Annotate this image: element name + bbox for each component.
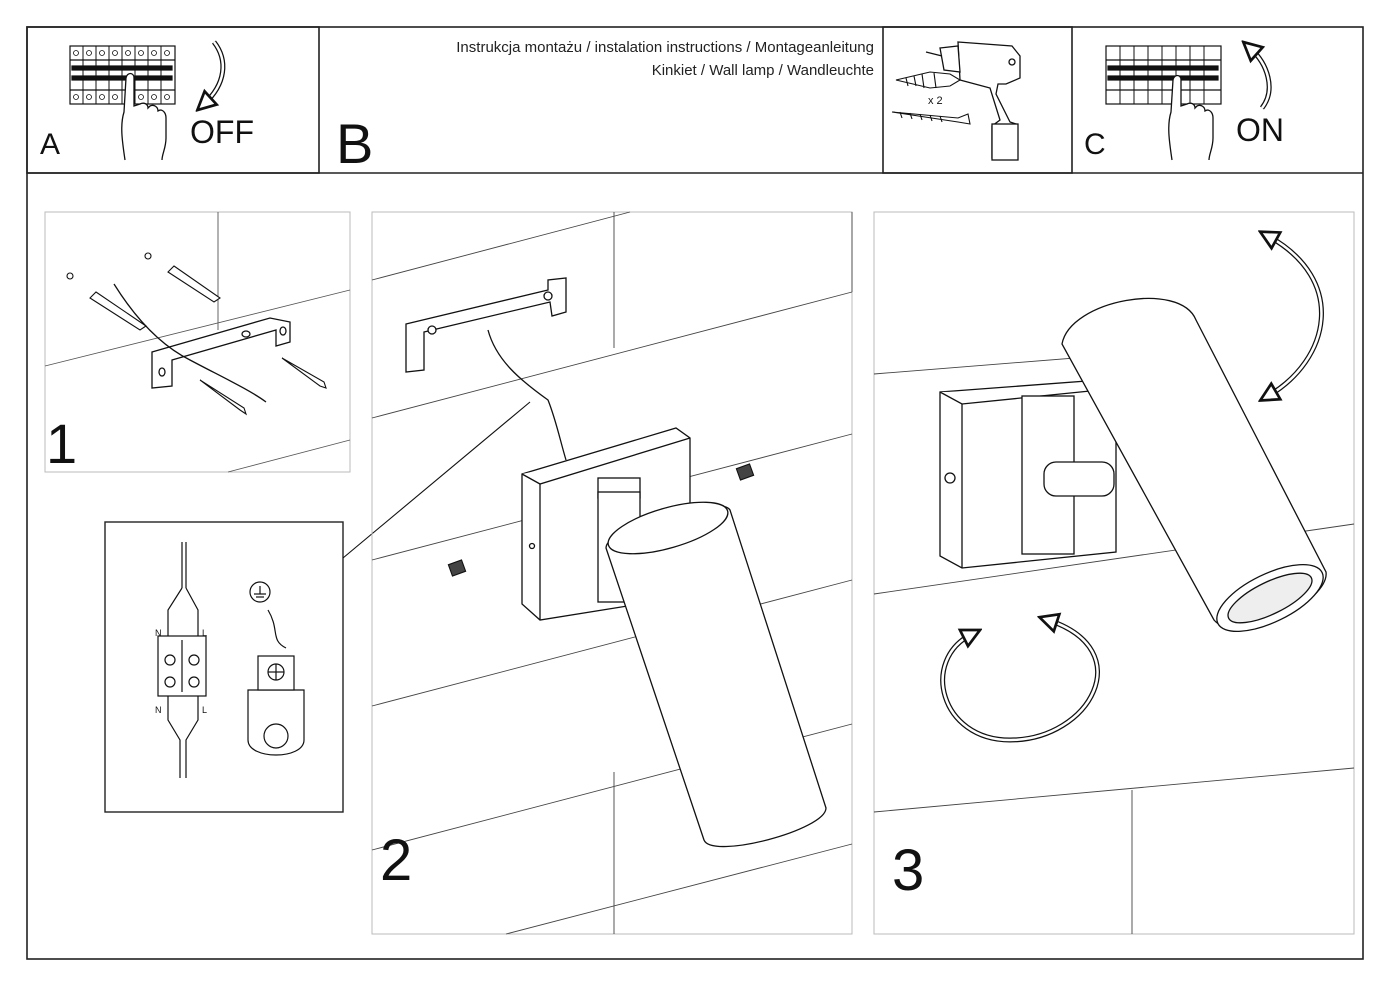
hand-on-icon bbox=[1168, 74, 1214, 161]
breaker-panel-on-icon bbox=[1105, 45, 1222, 105]
panel-1-cable bbox=[113, 283, 267, 403]
wire-n-bottom: N bbox=[155, 705, 162, 715]
terminal-block bbox=[157, 542, 207, 778]
tilt-arrow-icon bbox=[1266, 233, 1324, 399]
plug-quantity: x 2 bbox=[928, 95, 943, 107]
off-label: OFF bbox=[190, 114, 254, 150]
panel-3-lamp-tube bbox=[1043, 297, 1327, 632]
header-title-line1: Instrukcja montażu / instalation instruc… bbox=[456, 39, 874, 56]
wire-l-top: L bbox=[202, 628, 208, 638]
outer-frame bbox=[26, 26, 1364, 960]
on-label: ON bbox=[1236, 112, 1284, 148]
header-title: Instrukcja montażu / instalation instruc… bbox=[456, 36, 874, 82]
panel-1-wall-plugs bbox=[66, 252, 221, 331]
ground-terminal bbox=[247, 581, 305, 756]
step-c-letter: C bbox=[1084, 128, 1106, 161]
breaker-panel-icon bbox=[69, 45, 176, 105]
panel-1-frame bbox=[44, 211, 351, 473]
panel-2-bracket bbox=[405, 277, 567, 373]
step-a-letter: A bbox=[40, 128, 61, 161]
panel-2-screws bbox=[447, 463, 755, 577]
step-2-number: 2 bbox=[380, 828, 413, 893]
wiring-inset-frame bbox=[104, 521, 344, 813]
panel-1-wall bbox=[44, 212, 351, 473]
wall-plug-icon bbox=[895, 71, 962, 89]
panel-1-screws bbox=[199, 357, 327, 416]
hand-icon bbox=[121, 72, 167, 161]
step-3-number: 3 bbox=[892, 838, 925, 903]
screw-icon bbox=[891, 111, 971, 125]
panel-2-lamp-tube bbox=[605, 501, 827, 848]
panel-3-frame bbox=[873, 211, 1355, 935]
wire-n-top: N bbox=[155, 628, 162, 638]
wire-l-bottom: L bbox=[202, 705, 208, 715]
step-b-letter: B bbox=[336, 112, 374, 175]
step-a-box bbox=[26, 26, 320, 174]
inset-pointer bbox=[342, 401, 531, 559]
step-1-number: 1 bbox=[46, 412, 78, 475]
panel-2-cable bbox=[487, 329, 567, 461]
mounting-bracket bbox=[151, 317, 291, 389]
drill-icon bbox=[925, 41, 1021, 161]
drill-box bbox=[882, 26, 1073, 174]
panel-2-frame bbox=[371, 211, 853, 935]
header-title-line2: Kinkiet / Wall lamp / Wandleuchte bbox=[651, 62, 874, 79]
